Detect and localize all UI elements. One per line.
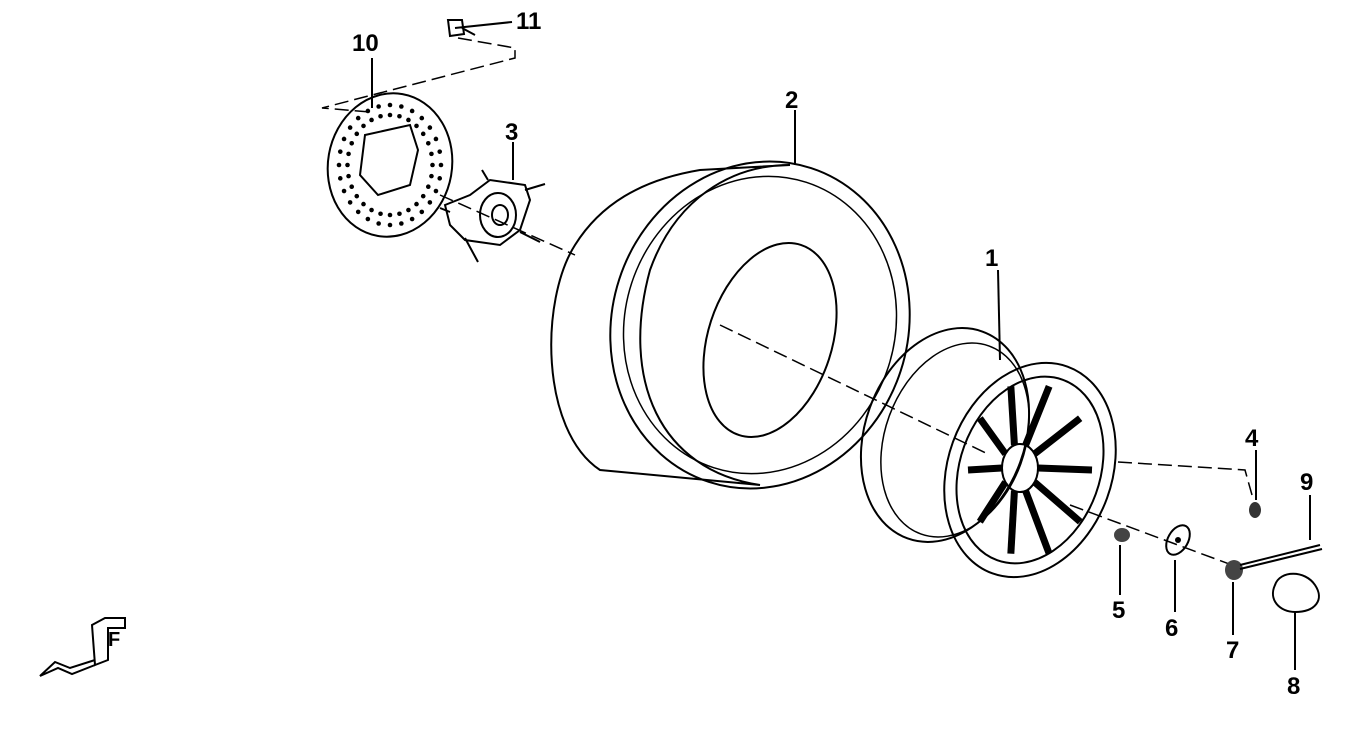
disc-hole bbox=[399, 221, 404, 226]
disc-hole bbox=[427, 125, 433, 130]
disc-hole bbox=[397, 113, 402, 119]
disc-hole bbox=[378, 113, 383, 119]
nut-part bbox=[1114, 528, 1130, 542]
disc-hole bbox=[341, 188, 347, 194]
disc-hole bbox=[361, 201, 366, 207]
disc-hole bbox=[369, 207, 374, 213]
disc-hole bbox=[409, 216, 415, 222]
disc-hole bbox=[365, 108, 371, 114]
svg-text:F: F bbox=[108, 629, 120, 651]
disc-hole bbox=[387, 102, 393, 108]
disc-hole bbox=[430, 162, 435, 168]
disc-hole bbox=[420, 193, 426, 199]
small-parts bbox=[371, 19, 1323, 670]
disc-hole bbox=[414, 201, 419, 207]
disc-hole bbox=[419, 209, 425, 215]
disc-hole bbox=[406, 117, 411, 123]
disc-hole bbox=[355, 209, 361, 215]
wheel-hub bbox=[439, 169, 546, 263]
callout-2: 2 bbox=[785, 87, 798, 114]
callout-1: 1 bbox=[985, 245, 998, 272]
rim-spoke bbox=[1032, 415, 1083, 457]
rim-spoke bbox=[967, 464, 1003, 474]
assembly-lines bbox=[321, 37, 1253, 569]
castle-nut-part bbox=[1225, 560, 1243, 580]
callout-7: 7 bbox=[1226, 637, 1239, 664]
callout-9: 9 bbox=[1300, 469, 1313, 496]
disc-hole bbox=[433, 136, 439, 142]
rim-spoke bbox=[1022, 385, 1053, 447]
disc-hole bbox=[387, 112, 393, 118]
disc-hole bbox=[361, 123, 366, 129]
disc-hole bbox=[420, 131, 426, 137]
cotter-pin-part bbox=[1239, 544, 1323, 570]
callout-4: 4 bbox=[1245, 425, 1259, 452]
rim-spoke bbox=[976, 416, 1009, 456]
disc-hole bbox=[376, 104, 381, 109]
disc-hole bbox=[429, 151, 434, 157]
tire bbox=[550, 110, 911, 490]
callout-6: 6 bbox=[1165, 615, 1178, 642]
disc-hole bbox=[365, 216, 371, 222]
rim-spoke bbox=[1007, 490, 1018, 554]
disc-hole bbox=[397, 211, 402, 217]
wheel-rim bbox=[859, 269, 1117, 579]
disc-hole bbox=[349, 141, 355, 146]
disc-hole bbox=[437, 149, 443, 154]
disc-hole bbox=[399, 104, 404, 109]
disc-hole bbox=[437, 176, 443, 181]
disc-hole bbox=[438, 162, 444, 168]
callout-5: 5 bbox=[1112, 597, 1125, 624]
bolt-part bbox=[446, 19, 476, 38]
callout-3: 3 bbox=[505, 119, 518, 146]
callout-11: 11 bbox=[516, 8, 541, 35]
callout-8: 8 bbox=[1287, 673, 1300, 700]
disc-hole bbox=[341, 136, 347, 142]
disc-hole bbox=[414, 123, 419, 129]
hub-cap-part bbox=[1272, 572, 1320, 614]
disc-hole bbox=[354, 131, 360, 137]
rim-spoke bbox=[1037, 464, 1093, 474]
disc-hole bbox=[429, 173, 434, 179]
disc-hole bbox=[433, 188, 439, 194]
disc-hole bbox=[354, 193, 360, 199]
valve-part bbox=[1249, 502, 1261, 518]
callout-10: 10 bbox=[352, 30, 379, 57]
rim-spoke bbox=[1007, 386, 1018, 446]
rim-spoke bbox=[1032, 479, 1083, 525]
rim-spoke bbox=[1022, 489, 1053, 555]
disc-hole bbox=[387, 212, 393, 218]
disc-hole bbox=[346, 151, 351, 157]
washer-part bbox=[1165, 524, 1191, 556]
disc-hole bbox=[349, 184, 355, 189]
disc-hole bbox=[409, 108, 415, 114]
rim-spoke bbox=[976, 480, 1009, 524]
disc-hole bbox=[425, 184, 431, 189]
disc-hole bbox=[425, 141, 431, 146]
disc-hole bbox=[346, 173, 351, 179]
disc-hole bbox=[406, 207, 411, 213]
disc-hole bbox=[378, 211, 383, 217]
disc-hole bbox=[419, 115, 425, 121]
disc-hole bbox=[347, 125, 353, 130]
disc-hole bbox=[369, 117, 374, 123]
disc-hole bbox=[345, 162, 350, 168]
disc-hole bbox=[337, 149, 343, 154]
disc-hole bbox=[427, 200, 433, 205]
front-direction-icon: F bbox=[39, 617, 126, 677]
disc-hole bbox=[337, 176, 343, 181]
disc-hole bbox=[347, 200, 353, 205]
brake-disc bbox=[326, 92, 454, 238]
disc-hole bbox=[387, 222, 393, 228]
disc-hole bbox=[376, 221, 381, 226]
disc-hole bbox=[355, 115, 361, 121]
disc-hole bbox=[336, 162, 342, 168]
